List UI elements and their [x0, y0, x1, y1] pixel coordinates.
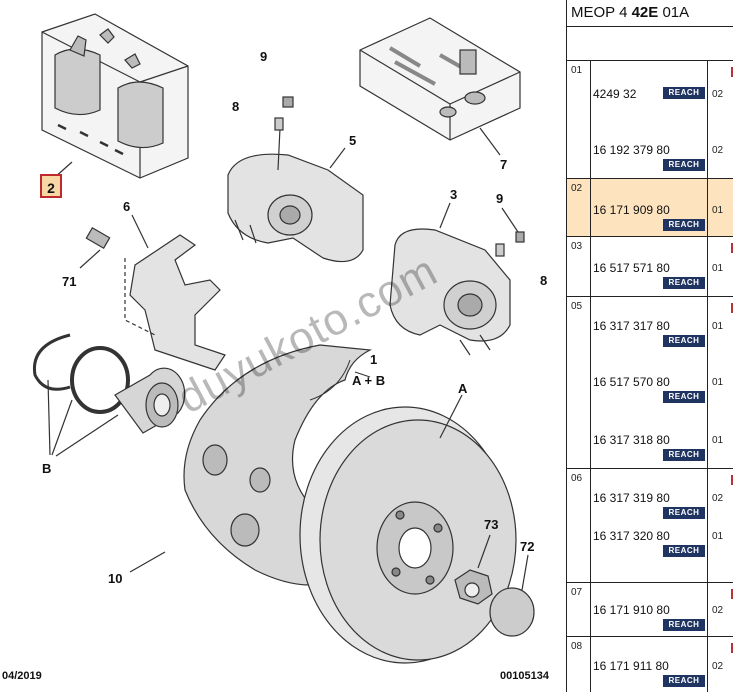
- part-number[interactable]: 16 192 379 80: [593, 143, 670, 157]
- part-number[interactable]: 4249 32: [593, 87, 637, 101]
- quantity: 01: [712, 205, 724, 216]
- callout-72[interactable]: 72: [520, 539, 535, 554]
- table-row[interactable]: 01 4249 32 REACH 02 16 192 379 80 REACH …: [567, 60, 733, 178]
- callout-2-highlighted[interactable]: 2: [40, 174, 62, 198]
- table-row[interactable]: 07 16 171 910 80 REACH 02: [567, 582, 733, 636]
- part-number[interactable]: 16 517 571 80: [593, 261, 670, 275]
- brake-disc: [299, 406, 517, 664]
- callout-a[interactable]: A: [458, 381, 468, 396]
- brake-pad-kit-box: [41, 13, 189, 179]
- caliper-bracket: [129, 234, 226, 371]
- reach-badge: REACH: [663, 449, 705, 461]
- quantity: 01: [712, 435, 724, 446]
- table-row[interactable]: 03 16 517 571 80 REACH 01: [567, 236, 733, 296]
- reach-badge: REACH: [663, 619, 705, 631]
- callout-71[interactable]: 71: [62, 274, 77, 289]
- callout-7[interactable]: 7: [500, 157, 508, 172]
- reach-badge: REACH: [663, 675, 705, 687]
- callout-b[interactable]: B: [42, 461, 52, 476]
- exploded-diagram: duyukoto.com 2 9 8 5 7 6 71 3 9 8 1 A + …: [2, 13, 549, 682]
- quantity: 02: [712, 145, 724, 156]
- callout-1[interactable]: 1: [370, 352, 378, 367]
- row-marker: [731, 303, 733, 313]
- part-number[interactable]: 16 171 911 80: [593, 659, 669, 673]
- callout-8a[interactable]: 8: [232, 99, 240, 114]
- part-number[interactable]: 16 317 319 80: [593, 491, 670, 505]
- part-number[interactable]: 16 171 910 80: [593, 603, 670, 617]
- part-number[interactable]: 16 317 320 80: [593, 529, 670, 543]
- row-number: 08: [571, 641, 583, 652]
- diagram-drawing: [32, 13, 535, 664]
- part-number[interactable]: 16 317 317 80: [593, 319, 670, 333]
- row-marker: [731, 589, 733, 599]
- callout-5[interactable]: 5: [349, 133, 357, 148]
- hub-cap: [489, 587, 535, 637]
- quantity: 02: [712, 605, 724, 616]
- callout-3[interactable]: 3: [450, 187, 458, 202]
- reach-badge: REACH: [663, 335, 705, 347]
- row-number: 03: [571, 241, 583, 252]
- callout-9a[interactable]: 9: [260, 49, 268, 64]
- table-row-selected[interactable]: 02 16 171 909 80 REACH 01: [567, 178, 733, 236]
- callout-6[interactable]: 6: [123, 199, 131, 214]
- callout-73[interactable]: 73: [484, 517, 499, 532]
- row-marker: [731, 643, 733, 653]
- table-row[interactable]: 06 16 317 319 80 REACH 02 16 317 320 80 …: [567, 468, 733, 582]
- title-prefix: MEOP 4: [571, 4, 632, 21]
- row-number: 07: [571, 587, 583, 598]
- reach-badge: REACH: [663, 159, 705, 171]
- reach-badge: REACH: [663, 277, 705, 289]
- column-divider: [707, 60, 708, 692]
- part-number[interactable]: 16 317 318 80: [593, 433, 670, 447]
- title-bold: 42E: [631, 4, 659, 21]
- reach-badge: REACH: [663, 507, 705, 519]
- row-number: 05: [571, 301, 583, 312]
- quantity: 01: [712, 263, 724, 274]
- part-number[interactable]: 16 171 909 80: [593, 203, 670, 217]
- callout-8b[interactable]: 8: [540, 273, 548, 288]
- footer-date: 04/2019: [2, 670, 42, 682]
- caliper-right: [389, 228, 511, 356]
- table-row[interactable]: 08 16 171 911 80 REACH 02: [567, 636, 733, 692]
- callout-9b[interactable]: 9: [496, 191, 504, 206]
- reach-badge: REACH: [663, 391, 705, 403]
- quantity: 01: [712, 377, 724, 388]
- row-number: 01: [571, 65, 583, 76]
- table-title: MEOP 4 42E 01A: [567, 0, 733, 26]
- hub-nut: [454, 569, 493, 605]
- parts-table: MEOP 4 42E 01A 01 4249 32 REACH 02 16 19…: [566, 0, 733, 692]
- quantity: 02: [712, 89, 724, 100]
- quantity: 01: [712, 321, 724, 332]
- row-number: 02: [571, 183, 583, 194]
- row-marker: [731, 243, 733, 253]
- callout-10[interactable]: 10: [108, 571, 123, 586]
- wheel-bearing: [114, 367, 186, 434]
- quantity: 02: [712, 493, 724, 504]
- row-marker: [731, 67, 733, 77]
- part-number[interactable]: 16 517 570 80: [593, 375, 670, 389]
- quantity: 02: [712, 661, 724, 672]
- reach-badge: REACH: [663, 545, 705, 557]
- row-marker: [731, 475, 733, 485]
- reach-badge: REACH: [663, 219, 705, 231]
- title-suffix: 01A: [658, 4, 690, 21]
- guide-pin-kit-box: [359, 17, 521, 141]
- callout-a-plus-b[interactable]: A + B: [352, 373, 386, 388]
- column-divider: [590, 60, 591, 692]
- row-number: 06: [571, 473, 583, 484]
- table-row[interactable]: 05 16 317 317 80 REACH 01 16 517 570 80 …: [567, 296, 733, 468]
- table-subheader: [567, 26, 733, 61]
- quantity: 01: [712, 531, 724, 542]
- caliper-left: [227, 153, 364, 263]
- footer-doc-number: 00105134: [500, 670, 549, 682]
- reach-badge: REACH: [663, 87, 705, 99]
